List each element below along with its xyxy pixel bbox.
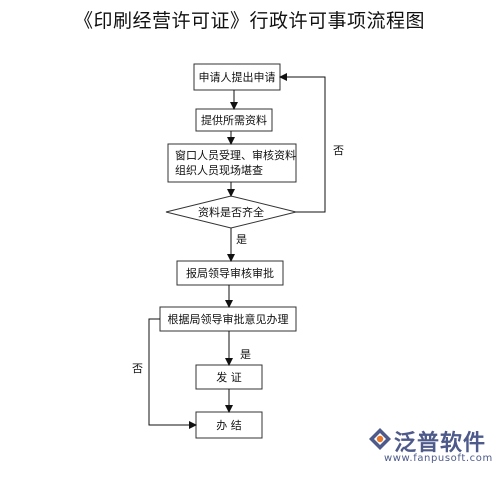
brand-mark-icon [369,428,391,450]
node-apply: 申请人提出申请 [193,63,281,91]
watermark-url: www.fanpusoft.com [384,453,493,464]
edge-handle-no-finish [148,318,197,429]
node-report: 报局领导审核审批 [176,260,284,286]
node-finish-label: 办 结 [216,419,242,432]
watermark-logo: 泛普软件 www.fanpusoft.com [368,425,493,471]
edge-decision-no-loop [279,73,326,213]
node-review-label-2: 组织人员现场堪查 [175,163,263,177]
edge-label-no-1: 否 [333,144,344,157]
node-finish: 办 结 [195,411,263,439]
watermark-brand: 泛普软件 [394,431,487,456]
node-handle: 根据局领导审批意见办理 [159,306,297,332]
node-decision-label: 资料是否齐全 [198,205,264,219]
node-review-label-1: 窗口人员受理、审核资料 [175,148,296,162]
edge-label-yes-1: 是 [236,233,247,246]
node-provide: 提供所需资料 [195,108,273,132]
node-review: 窗口人员受理、审核资料 组织人员现场堪查 [167,143,297,183]
node-decision: 资料是否齐全 [165,195,297,229]
edge-label-no-2: 否 [132,362,143,375]
node-issue-label: 发 证 [216,370,242,384]
node-apply-label: 申请人提出申请 [199,70,276,84]
page-title: 《印刷经营许可证》行政许可事项流程图 [73,10,425,32]
node-report-label: 报局领导审核审批 [186,266,274,280]
edge-label-yes-2: 是 [240,348,251,361]
node-issue: 发 证 [195,364,263,390]
node-provide-label: 提供所需资料 [201,113,267,127]
node-handle-label: 根据局领导审批意见办理 [168,312,289,326]
